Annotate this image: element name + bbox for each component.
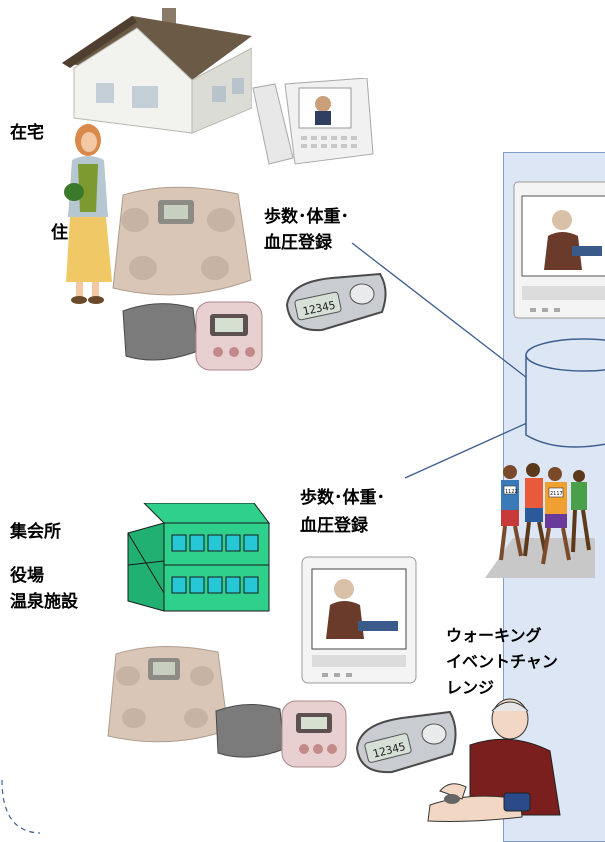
label-register-mid-1: 歩数･体重･ <box>300 488 385 508</box>
resident-woman-icon <box>64 124 112 304</box>
label-onsen: 温泉施設 <box>10 592 78 612</box>
label-walking-1: ウォーキング <box>446 626 542 645</box>
label-register-top-2: 血圧登録 <box>264 233 332 253</box>
label-register-mid-2: 血圧登録 <box>300 516 368 536</box>
label-yakuba: 役場 <box>10 566 44 586</box>
database-cylinder-icon <box>525 338 605 448</box>
house-icon <box>62 8 252 134</box>
videophone-icon <box>252 78 374 165</box>
label-shukaisho: 集会所 <box>10 522 61 542</box>
runners-icon: 1122 2117 <box>485 463 595 578</box>
body-scale-icon <box>112 186 252 296</box>
runner-bib-2: 2117 <box>550 491 563 497</box>
pedometer-icon: 12345 <box>355 710 457 774</box>
pedometer-icon: 12345 <box>285 272 387 332</box>
body-scale-icon <box>107 645 229 743</box>
elderly-man-bp-icon <box>427 698 561 822</box>
blood-pressure-monitor-icon <box>122 301 263 371</box>
community-building-icon <box>127 503 270 612</box>
blood-pressure-monitor-icon <box>215 700 347 768</box>
label-zaitaku: 在宅 <box>10 123 44 143</box>
label-register-top-1: 歩数･体重･ <box>264 207 349 227</box>
runner-bib-1: 1122 <box>505 489 518 495</box>
terminal-monitor-icon <box>513 181 605 319</box>
label-walking-3: レンジ <box>446 678 495 697</box>
label-walking-2: イベントチャン <box>446 652 558 671</box>
terminal-monitor-icon <box>301 556 417 684</box>
